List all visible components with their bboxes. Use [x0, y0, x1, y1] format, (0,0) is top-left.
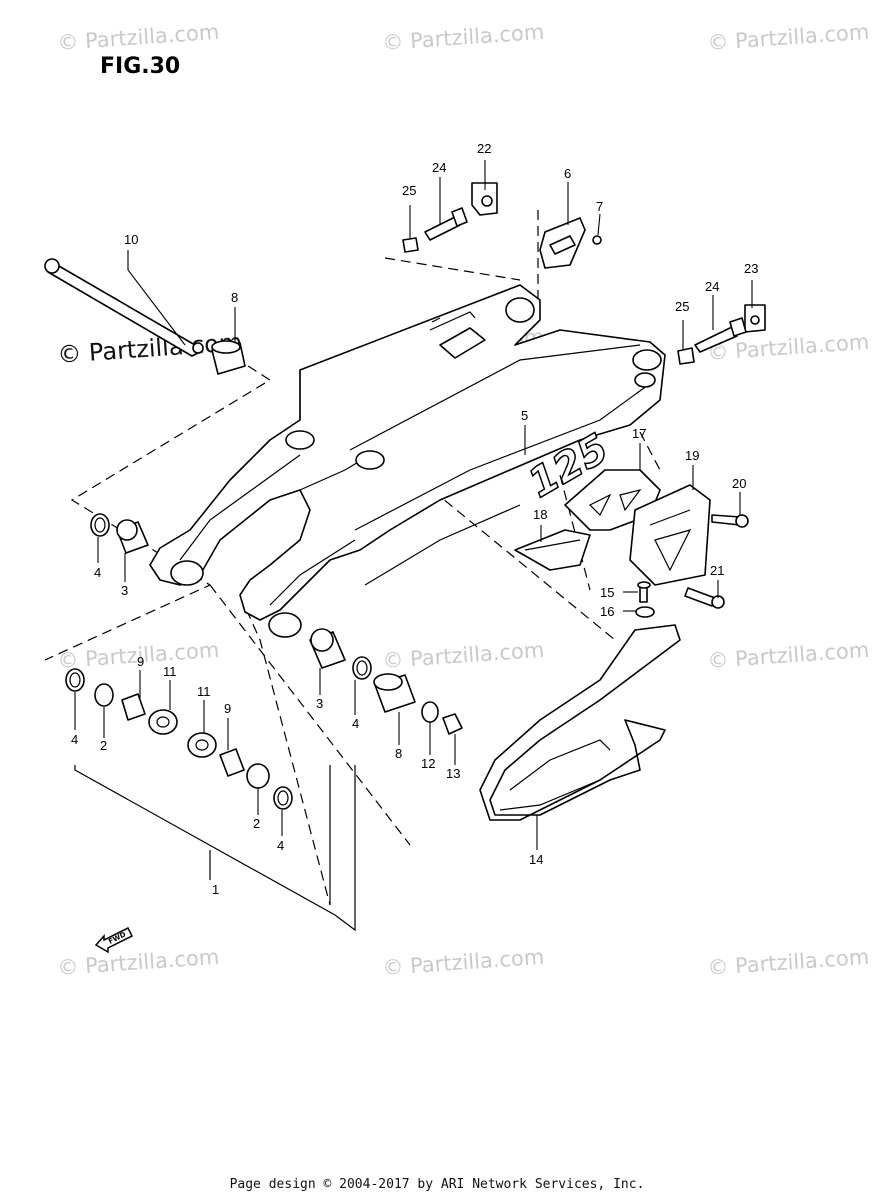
- figure-title: FIG.30: [100, 54, 180, 79]
- callout-7: 7: [596, 199, 603, 214]
- callout-4: 4: [352, 716, 359, 731]
- watermark: © Partzilla.com: [382, 20, 545, 55]
- callout-9: 9: [137, 654, 144, 669]
- callout-2: 2: [100, 738, 107, 753]
- callout-layer: 1 2 2 3 3 4 4 4 4 5 6 7 8 8 9 9 10 11 11…: [71, 141, 758, 897]
- leader-lines: [74, 160, 753, 850]
- callout-16: 16: [600, 604, 614, 619]
- watermark: © Partzilla.com: [707, 638, 870, 673]
- callout-24: 24: [705, 279, 719, 294]
- pivot-nut: [192, 342, 204, 354]
- pivot-shaft: [44, 258, 204, 357]
- callout-14: 14: [529, 852, 543, 867]
- watermark: © Partzilla.com: [707, 945, 870, 980]
- callout-4: 4: [71, 732, 78, 747]
- callout-25: 25: [402, 183, 416, 198]
- callout-23: 23: [744, 261, 758, 276]
- callout-4: 4: [277, 838, 284, 853]
- callout-25: 25: [675, 299, 689, 314]
- callout-10: 10: [124, 232, 138, 247]
- callout-3: 3: [121, 583, 128, 598]
- callout-24: 24: [432, 160, 446, 175]
- callout-9: 9: [224, 701, 231, 716]
- watermark: © Partzilla.com: [382, 945, 545, 980]
- pivot-boss-right: [268, 612, 302, 638]
- reference-lines: [44, 210, 661, 906]
- callout-5: 5: [521, 408, 528, 423]
- callout-22: 22: [477, 141, 491, 156]
- callout-19: 19: [685, 448, 699, 463]
- callout-4: 4: [94, 565, 101, 580]
- fwd-arrow-icon: FWD: [94, 926, 134, 954]
- watermark-layer: © Partzilla.com © Partzilla.com © Partzi…: [56, 20, 870, 980]
- watermark: © Partzilla.com: [707, 20, 870, 55]
- callout-2: 2: [253, 816, 260, 831]
- callout-11: 11: [197, 684, 211, 699]
- upper-hardware: [402, 182, 766, 365]
- callout-6: 6: [564, 166, 571, 181]
- watermark: © Partzilla.com: [382, 638, 545, 673]
- callout-15: 15: [600, 585, 614, 600]
- callout-17: 17: [632, 426, 646, 441]
- callout-11: 11: [163, 664, 177, 679]
- callout-13: 13: [446, 766, 460, 781]
- callout-3: 3: [316, 696, 323, 711]
- callout-8: 8: [231, 290, 238, 305]
- watermark: © Partzilla.com: [57, 945, 220, 980]
- chain-slider: [479, 624, 681, 821]
- watermark: © Partzilla.com: [57, 20, 220, 55]
- pivot-bearings: [65, 513, 463, 810]
- callout-21: 21: [710, 563, 724, 578]
- bracket-bolts: [635, 514, 749, 618]
- page-footer: Page design © 2004-2017 by ARI Network S…: [229, 1177, 645, 1192]
- callout-8: 8: [395, 746, 402, 761]
- callout-20: 20: [732, 476, 746, 491]
- callout-18: 18: [533, 507, 547, 522]
- pivot-boss-left: [170, 560, 204, 586]
- assembly-bracket: [74, 765, 356, 932]
- callout-1: 1: [212, 882, 219, 897]
- callout-12: 12: [421, 756, 435, 771]
- guide-brackets: [514, 469, 711, 586]
